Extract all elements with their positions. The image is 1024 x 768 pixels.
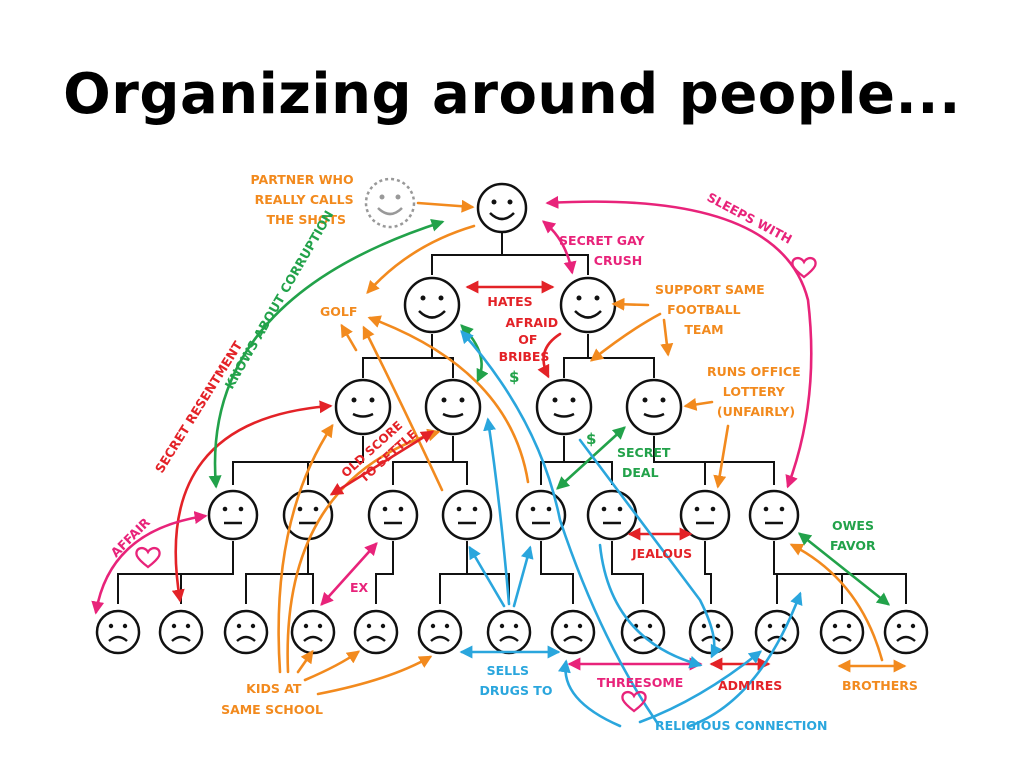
team-lead-face-icon — [334, 378, 392, 436]
religious-arrow — [578, 438, 723, 659]
heart-icon — [791, 256, 817, 279]
team-arrow — [611, 297, 650, 311]
employee-face-icon — [748, 489, 800, 541]
affair-arrow — [91, 511, 208, 615]
lottery-arrow — [683, 397, 714, 411]
label-hates: HATES — [487, 294, 532, 309]
label-bribes-dollar: $ — [509, 368, 519, 386]
staff-face-icon — [883, 609, 929, 655]
employee-face-icon — [679, 489, 731, 541]
employee-face-icon — [282, 489, 334, 541]
label-jealous: JEALOUS — [631, 546, 692, 561]
drugs-arrow — [468, 545, 506, 608]
ex-arrow — [320, 542, 378, 606]
staff-face-icon — [95, 609, 141, 655]
employee-face-icon — [207, 489, 259, 541]
label-partner: PARTNER WHO REALLY CALLS THE SHOTS — [251, 172, 359, 227]
label-support-same-team: SUPPORT SAME FOOTBALL TEAM — [655, 282, 769, 337]
golf-arrow — [340, 323, 358, 352]
partner-face-icon — [364, 177, 416, 229]
drugs-arrow — [483, 417, 511, 606]
label-knows-about-corruption: KNOWS ABOUT CORRUPTION — [222, 208, 337, 392]
kids-arrow — [296, 649, 314, 674]
label-threesome: THREESOME — [597, 675, 683, 690]
kids-arrow — [303, 650, 361, 682]
religious-arrow — [638, 650, 763, 724]
religious-arrow — [557, 659, 622, 728]
employee-face-icon — [515, 489, 567, 541]
label-secret-resentment: SECRET RESENTMENT — [152, 338, 246, 476]
manager-face-icon — [559, 276, 617, 334]
lottery-arrow — [713, 424, 730, 489]
staff-face-icon — [819, 609, 865, 655]
manager-face-icon — [403, 276, 461, 334]
boss-face-icon — [476, 182, 528, 234]
religious-arrow — [688, 591, 803, 728]
label-religious-connection: RELIGIOUS CONNECTION — [655, 718, 828, 733]
staff-face-icon — [223, 609, 269, 655]
drugs-arrow — [512, 545, 534, 608]
label-secret-gay-crush: SECRET GAY CRUSH — [559, 233, 649, 268]
label-runs-office-lottery: RUNS OFFICE LOTTERY (UNFAIRLY) — [707, 364, 805, 419]
owes-favor-arrow — [797, 532, 891, 606]
team-lead-face-icon — [424, 378, 482, 436]
label-admires: ADMIRES — [718, 678, 782, 693]
team-arrow — [660, 318, 674, 357]
staff-face-icon — [158, 609, 204, 655]
employee-face-icon — [586, 489, 638, 541]
employee-face-icon — [441, 489, 493, 541]
heart-icon — [135, 546, 161, 569]
label-golf: GOLF — [320, 304, 357, 319]
label-kids-same-school: KIDS AT SAME SCHOOL — [221, 681, 323, 717]
slide-title: Organizing around people... — [63, 62, 961, 127]
label-affair: AFFAIR — [108, 514, 154, 560]
employee-face-icon — [367, 489, 419, 541]
kids-arrow — [316, 655, 433, 696]
corruption-arrow — [208, 219, 445, 489]
staff-face-icon — [486, 609, 532, 655]
heart-icon — [621, 690, 647, 713]
team-lead-face-icon — [625, 378, 683, 436]
team-lead-face-icon — [535, 378, 593, 436]
staff-face-icon — [688, 609, 734, 655]
label-owes-favor: OWES FAVOR — [830, 518, 878, 553]
staff-face-icon — [290, 609, 336, 655]
label-deal-dollar: $ — [586, 430, 596, 448]
staff-face-icon — [550, 609, 596, 655]
secret-deal-arrow — [556, 426, 626, 490]
sleeps-with-arrow — [545, 195, 813, 489]
religious-arrow — [460, 330, 660, 726]
label-afraid-of-bribes: AFRAID OF BRIBES — [499, 315, 563, 364]
label-secret-deal: SECRET DEAL — [617, 445, 675, 480]
partner-arrow — [416, 199, 475, 213]
staff-face-icon — [353, 609, 399, 655]
label-ex: EX — [350, 580, 369, 595]
label-sells-drugs: SELLS DRUGS TO — [480, 663, 553, 698]
label-brothers: BROTHERS — [842, 678, 918, 693]
religious-arrow — [598, 543, 703, 669]
staff-face-icon — [417, 609, 463, 655]
